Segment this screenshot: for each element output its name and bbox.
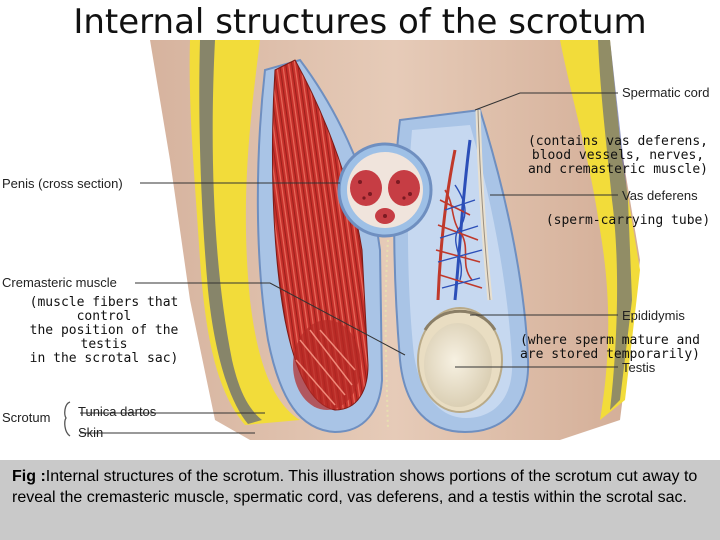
- page-title: Internal structures of the scrotum: [73, 2, 647, 42]
- label-penis: Penis (cross section): [2, 176, 123, 191]
- caption-prefix: Fig :: [12, 468, 46, 485]
- label-epididymis: Epididymis: [622, 308, 685, 323]
- note-line: in the scrotal sac): [29, 351, 179, 366]
- note-line: the position of the testis: [29, 323, 179, 352]
- note-line: and cremasteric muscle): [527, 162, 708, 177]
- note-spermatic-cord: (contains vas deferens, blood vessels, n…: [518, 135, 718, 177]
- note-epididymis: (where sperm mature and are stored tempo…: [500, 334, 720, 362]
- label-cremasteric-muscle: Cremasteric muscle: [2, 275, 117, 290]
- note-line: (contains vas deferens,: [527, 134, 708, 149]
- note-line: (sperm-carrying tube): [545, 213, 711, 228]
- label-skin: Skin: [78, 425, 104, 440]
- note-line: are stored temporarily): [519, 347, 700, 362]
- note-line: blood vessels, nerves,: [531, 148, 705, 163]
- label-spermatic-cord: Spermatic cord: [622, 85, 710, 100]
- anatomy-illustration: [64, 40, 640, 440]
- label-tunica-dartos: Tunica dartos: [78, 404, 157, 419]
- label-vas-deferens: Vas deferens: [622, 188, 698, 203]
- note-cremasteric-muscle: (muscle fibers that control the position…: [4, 296, 204, 366]
- caption-text: Internal structures of the scrotum. This…: [12, 468, 698, 506]
- note-line: (muscle fibers that: [29, 295, 179, 310]
- figure-caption: Fig :Internal structures of the scrotum.…: [0, 460, 720, 540]
- label-scrotum: Scrotum: [2, 410, 51, 425]
- note-vas-deferens: (sperm-carrying tube): [540, 214, 716, 228]
- label-testis: Testis: [622, 360, 656, 375]
- note-line: (where sperm mature and: [519, 333, 700, 348]
- note-line: control: [76, 309, 132, 324]
